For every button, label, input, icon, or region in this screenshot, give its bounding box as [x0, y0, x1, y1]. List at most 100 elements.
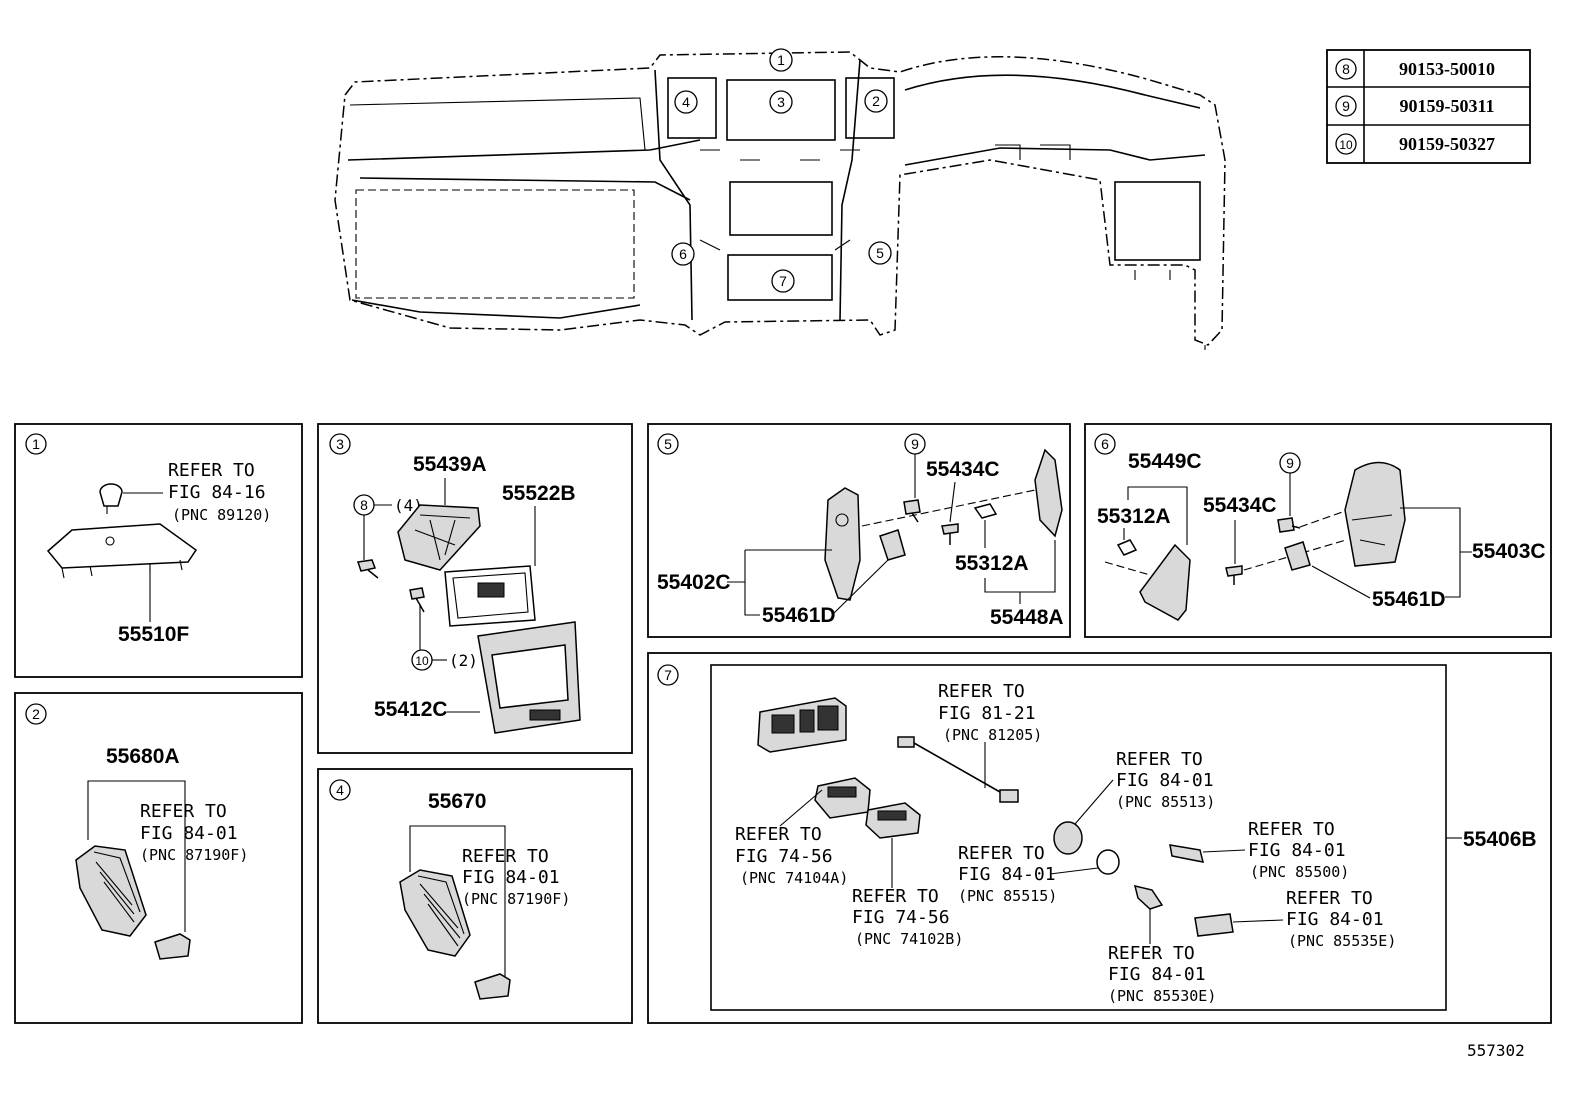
detail-panel-1: 1 REFER TO FIG 84-16 (PNC 89120) 55510F [14, 423, 303, 678]
panel-1-number: 1 [32, 436, 40, 452]
panel-7-refer-2-line-1: REFER TO [1116, 749, 1203, 770]
panel-7-refer-8-line-1: REFER TO [1108, 943, 1195, 964]
detail-panel-2: 2 55680A REFER TO FIG 84-01 (PNC 87190F) [14, 692, 303, 1024]
accessory-socket-drawing [814, 777, 871, 819]
overview-callout-7: 7 [779, 273, 787, 289]
screw-9-drawing [1277, 517, 1301, 533]
panel-7-number: 7 [664, 667, 672, 683]
connector-drawing [1194, 913, 1234, 937]
fastener-part-number: 90159-50311 [1399, 96, 1494, 116]
vent-clip-drawing [474, 973, 511, 1000]
screw-key-10: 10 [415, 654, 429, 668]
left-upper-opening [349, 97, 646, 151]
panel-2-refer-line-2: FIG 84-01 [140, 823, 238, 844]
refer-leader [1074, 779, 1114, 825]
overview-callout-4: 4 [682, 94, 690, 110]
overview-callout-2: 2 [872, 93, 880, 109]
panel-5-part-number-trim: 55448A [990, 606, 1064, 629]
detail-panel-6: 6 55449C 55312A 55434C 9 55403C 55461D [1084, 423, 1552, 638]
dashboard-cross-bar [359, 177, 691, 201]
overview-callout-2-circle [864, 89, 888, 113]
detail-panel-7: 7 55406B REFER TO FIG 81-21 (PNC 81205) … [647, 652, 1552, 1024]
panel-2-refer-line-3: (PNC 87190F) [140, 846, 248, 864]
panel-6-number: 6 [1101, 436, 1109, 452]
panel-1-refer-line-3: (PNC 89120) [172, 506, 271, 524]
panel-5-number-circle [657, 433, 679, 455]
panel-4-refer-line-1: REFER TO [462, 846, 549, 867]
detail-panel-5: 5 9 55434C 55312A 55402C 55461D 55448A [647, 423, 1071, 638]
panel-7-refer-3-line-3: (PNC 74104A) [740, 869, 848, 887]
panel-7-refer-5-line-1: REFER TO [958, 843, 1045, 864]
pin-leader [949, 481, 956, 523]
side-panel-drawing [824, 487, 861, 601]
assembly-line [1104, 561, 1151, 576]
overview-callout-6-circle [671, 242, 695, 266]
panel-2-number-circle [25, 703, 47, 725]
panel-3-part-number-switch-panel: 55522B [502, 482, 576, 505]
refer-leader [1049, 867, 1099, 875]
refer-leader [1202, 849, 1246, 853]
panel-6-border [1084, 423, 1552, 638]
cable-connector-drawing [897, 736, 915, 748]
panel-1-number-circle [25, 433, 47, 455]
dashboard-right-beam [904, 147, 1206, 166]
trim-piece-drawing [1034, 448, 1063, 538]
panel-2-refer-line-1: REFER TO [140, 801, 227, 822]
overview-callout-1-circle [769, 48, 793, 72]
panel-7-refer-2-line-3: (PNC 85513) [1116, 793, 1215, 811]
panel-7-refer-5-line-3: (PNC 85515) [958, 887, 1057, 905]
plug-drawing [1133, 884, 1164, 910]
panel-7-refer-8-line-3: (PNC 85530E) [1108, 987, 1216, 1005]
overview-callout-3: 3 [777, 94, 785, 110]
pin-drawing [1225, 565, 1243, 585]
fastener-table-border [1326, 49, 1531, 164]
panel-7-refer-8-line-2: FIG 84-01 [1108, 964, 1206, 985]
panel-2-part-number: 55680A [106, 745, 180, 768]
cable-drawing [913, 742, 1001, 793]
assembly-line [861, 487, 1046, 527]
clip-part-drawing [99, 483, 123, 507]
overview-callout-4-circle [674, 90, 698, 114]
panel-2-number: 2 [32, 706, 40, 722]
fastener-key-circle [1335, 58, 1357, 80]
fastener-table: 8 90153-50010 9 90159-50311 10 90159-503… [1326, 49, 1531, 164]
glovebox-opening-outline [1114, 181, 1201, 261]
panel-4-refer-line-2: FIG 84-01 [462, 867, 560, 888]
panel-1-border [14, 423, 303, 678]
center-slot-7-outline [727, 254, 833, 301]
overview-callouts: 1 2 3 4 5 6 7 [671, 48, 892, 293]
air-vent-louvers [417, 875, 465, 947]
panel-7-refer-1-line-1: REFER TO [938, 681, 1025, 702]
switch-block-drawing [879, 529, 906, 561]
panel-5-part-number-clip: 55312A [955, 552, 1029, 575]
accessory-socket-opening [877, 810, 907, 821]
panel-6-part-number-cover: 55449C [1128, 450, 1202, 473]
panel-4-border [317, 768, 633, 1024]
vent-clip-drawing [154, 933, 191, 960]
cable-connector-drawing [999, 789, 1019, 803]
screw-key-9: 9 [1286, 455, 1294, 471]
fastener-key-circle [1335, 133, 1357, 155]
panel-4-refer-line-3: (PNC 87190F) [462, 890, 570, 908]
panel-5-part-number-side-panel: 55402C [657, 571, 731, 594]
switch-panel-inner [452, 572, 529, 619]
panel-3-number-circle [329, 433, 351, 455]
center-bezel-opening [491, 644, 569, 709]
panel-6-part-number-switch-block: 55461D [1372, 588, 1446, 611]
side-panel-drawing [1344, 461, 1406, 567]
center-stack-right-rail [839, 59, 861, 321]
panel-4-number: 4 [336, 782, 344, 798]
switch-knob-drawing [1096, 849, 1120, 875]
cover-plate-tabs [61, 559, 183, 579]
switch-block-leader [1311, 565, 1371, 599]
panel-3-border [317, 423, 633, 754]
panel-7-refer-6-line-3: (PNC 74102B) [855, 930, 963, 948]
panel-7-part-number: 55406B [1463, 828, 1537, 851]
panel-4-bracket-leader [409, 825, 506, 978]
refer-leader [1232, 919, 1284, 923]
panel-4-number-circle [329, 779, 351, 801]
panel-7-refer-5-line-2: FIG 84-01 [958, 864, 1056, 885]
trim-bracket-leader [984, 540, 1056, 604]
screw-10-quantity: (2) [449, 651, 478, 670]
refer-leader [779, 789, 823, 827]
